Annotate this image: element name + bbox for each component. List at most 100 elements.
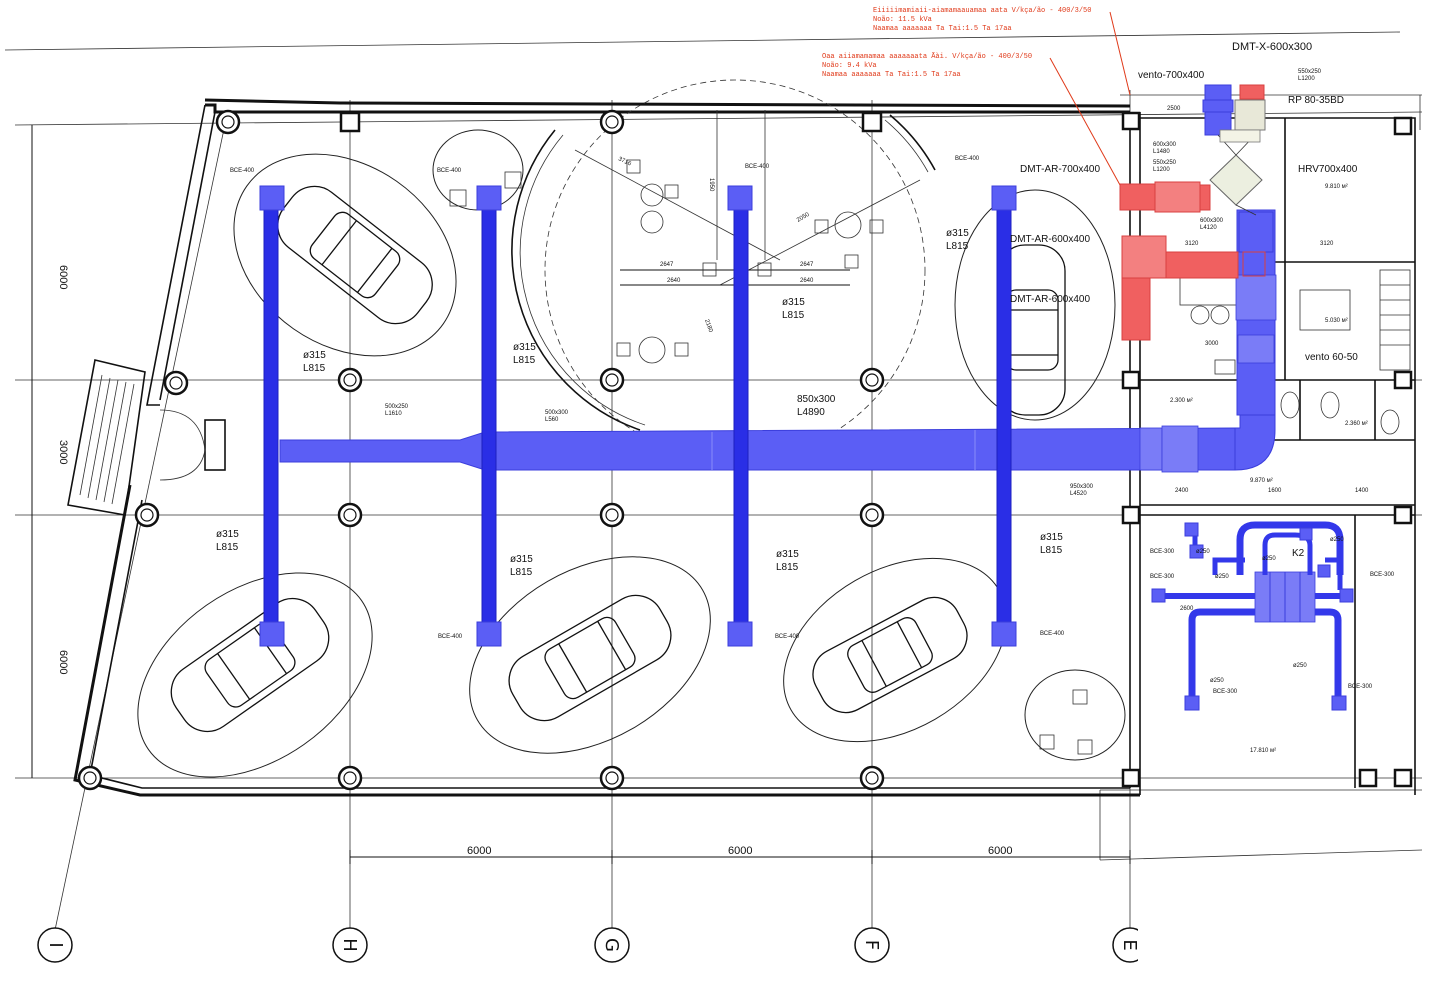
branch-size-6: ø315 xyxy=(510,554,533,565)
car-top-left xyxy=(277,185,433,325)
duct-labels: 850x300 L4890 ø315 L815 ø315 L815 ø315 L… xyxy=(216,69,1322,578)
dim-2400: 2400 xyxy=(1175,488,1189,494)
small-duct-label: ø250 xyxy=(1330,537,1344,543)
entrance-vestibule xyxy=(67,359,226,516)
seg3-size: 600x300 xyxy=(1153,142,1177,148)
main-duct-size: 850x300 xyxy=(797,394,836,405)
branch-len-6: L815 xyxy=(510,567,533,578)
dmt-ar-label-1: DMT-AR-600x400 xyxy=(1010,234,1090,245)
branch-size-8: ø315 xyxy=(1040,532,1063,543)
car-bottom-left xyxy=(170,597,330,733)
dmt-x-label: DMT-X-600x300 xyxy=(1232,41,1312,53)
seg1-len: L1610 xyxy=(385,411,402,417)
branch-len-2: L815 xyxy=(513,355,536,366)
k2-duct-system xyxy=(1151,521,1354,711)
dim-1400: 1400 xyxy=(1355,488,1369,494)
bay-dim-1: 6000 xyxy=(467,845,491,857)
diffuser-small-label: ВСЕ-300 xyxy=(1150,549,1175,555)
diffuser-label: ВСЕ-400 xyxy=(955,156,980,162)
diffuser-bottom-2 xyxy=(476,621,502,647)
car-bottom-middle xyxy=(508,594,672,722)
dim-2647b: 2647 xyxy=(800,262,814,268)
building-walls xyxy=(73,94,1422,797)
area-labels: 9.870 м² 9.810 м² 5.030 м² 17.810 м² 2.3… xyxy=(1170,184,1368,754)
axis-marker-e: E xyxy=(1112,925,1158,965)
orange-notes: Eiiiiimamiaii-aiamamaauamaa aata V/kça/ã… xyxy=(822,7,1131,186)
dim-2500: 2500 xyxy=(1167,106,1181,112)
hrv-label: HRV700x400 xyxy=(1298,164,1358,175)
left-dim-1: 6000 xyxy=(57,265,69,289)
seg6-len: L4520 xyxy=(1070,491,1087,497)
area-6: 2.360 м² xyxy=(1345,421,1368,427)
diffuser-labels: ВСЕ-400 ВСЕ-400 ВСЕ-400 ВСЕ-400 ВСЕ-400 … xyxy=(230,156,1395,695)
branch-ducts xyxy=(263,194,1012,636)
small-duct-label: ø250 xyxy=(1215,574,1229,580)
seg6-size: 950x300 xyxy=(1070,484,1094,490)
svg-text:F: F xyxy=(861,940,882,950)
area-5: 2.300 м² xyxy=(1170,398,1193,404)
dim-2640b: 2640 xyxy=(800,278,814,284)
diffuser-small-label: ВСЕ-300 xyxy=(1348,684,1373,690)
equipment-labels: DMT-X-600x300 vento-700x400 DMT-AR-700x4… xyxy=(1010,41,1358,559)
svg-text:E: E xyxy=(1119,939,1140,950)
diffuser-bottom-3 xyxy=(727,621,753,647)
dmt-ar-700-label: DMT-AR-700x400 xyxy=(1020,164,1100,175)
svg-text:I: I xyxy=(45,942,66,947)
diffuser-label: ВСЕ-400 xyxy=(1040,631,1065,637)
dim-2647a: 2647 xyxy=(660,262,674,268)
note1-line2: Noão: 11.5 kVa xyxy=(873,16,932,24)
axis-marker-g: G xyxy=(594,927,630,963)
left-dim-2: 3000 xyxy=(57,440,69,464)
seg2-len: L560 xyxy=(545,417,559,423)
diffuser-bottom-4 xyxy=(991,621,1017,647)
area-3: 5.030 м² xyxy=(1325,318,1348,324)
diffuser-top-2 xyxy=(476,185,502,211)
seg7-len: L1200 xyxy=(1298,76,1315,82)
diffuser-label: ВСЕ-400 xyxy=(437,168,462,174)
seg4-size: 550x250 xyxy=(1153,160,1177,166)
lounge-circle xyxy=(511,79,936,461)
diffuser-label: ВСЕ-400 xyxy=(775,634,800,640)
vento-700-label: vento-700x400 xyxy=(1138,70,1205,81)
dim-3120b: 3120 xyxy=(1320,241,1334,247)
area-2: 9.810 м² xyxy=(1325,184,1348,190)
area-1: 9.870 м² xyxy=(1250,478,1273,484)
axis-marker-f: F xyxy=(854,927,890,963)
branch-size-2: ø315 xyxy=(513,342,536,353)
dim-1600: 1600 xyxy=(1268,488,1282,494)
diffusers xyxy=(259,185,1017,647)
square-column xyxy=(339,111,1413,788)
diffuser-top-1 xyxy=(259,185,285,211)
note2-line2: Noão: 9.4 kVa xyxy=(822,62,877,70)
main-supply-duct xyxy=(279,409,1276,473)
note1-line1: Eiiiiimamiaii-aiamamaauamaa aata V/kça/ã… xyxy=(873,7,1091,15)
car-bottom-right xyxy=(812,596,968,714)
red-exhaust-ducts xyxy=(1119,181,1239,341)
branch-len-7: L815 xyxy=(776,562,799,573)
diffuser-bottom-1 xyxy=(259,621,285,647)
bay-dim-2: 6000 xyxy=(728,845,752,857)
diffuser-small-label: ВСЕ-300 xyxy=(1150,574,1175,580)
small-duct-label: ø250 xyxy=(1262,556,1276,562)
dim-2180: 2180 xyxy=(703,319,713,334)
bay-dim-3: 6000 xyxy=(988,845,1012,857)
dim-3716: 3716 xyxy=(617,156,632,167)
dim-3000: 3000 xyxy=(1205,341,1219,347)
note1-line3: Naamaa aaaaaaa Ta Tai:1.5 Ta 17aa xyxy=(873,25,1012,33)
diffuser-small-label: ВСЕ-300 xyxy=(1370,572,1395,578)
svg-text:G: G xyxy=(601,938,622,952)
dmt-ar-label-2: DMT-AR-600x400 xyxy=(1010,294,1090,305)
dim-3120a: 3120 xyxy=(1185,241,1199,247)
vertical-riser-duct xyxy=(1235,209,1277,416)
seg7-size: 550x250 xyxy=(1298,69,1322,75)
cars xyxy=(170,185,1066,733)
branch-len-3: L815 xyxy=(782,310,805,321)
branch-size-7: ø315 xyxy=(776,549,799,560)
round-column xyxy=(77,109,885,791)
diffuser-top-3 xyxy=(727,185,753,211)
area-4: 17.810 м² xyxy=(1250,748,1276,754)
branch-len-4: L815 xyxy=(946,241,969,252)
seg2-size: 500x300 xyxy=(545,410,569,416)
left-dim-3: 6000 xyxy=(57,650,69,674)
